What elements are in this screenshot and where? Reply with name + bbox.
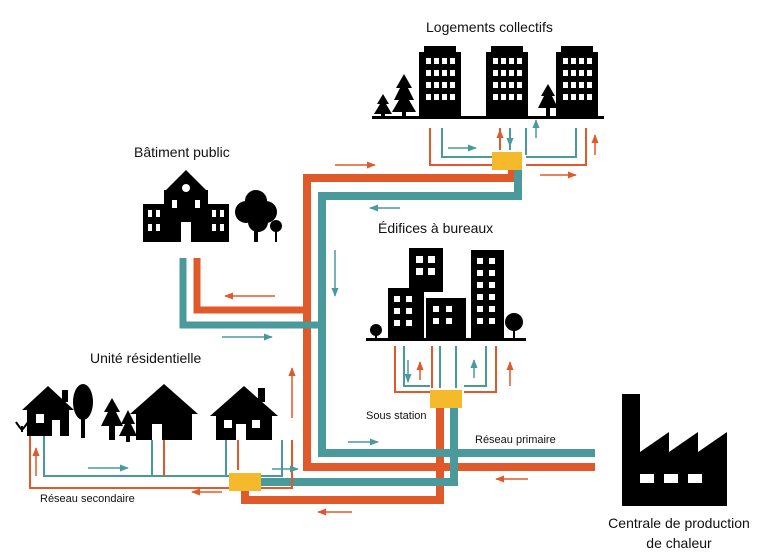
public-building-icon xyxy=(143,170,282,242)
pine-tree-icon xyxy=(119,410,137,442)
secondary-loop-logements xyxy=(429,128,587,166)
substation-bureaux xyxy=(430,390,462,408)
secondary-loop-residentiel xyxy=(29,432,293,489)
secondary-loop-bureaux xyxy=(394,346,497,393)
apartment-tower-icon xyxy=(556,46,598,118)
apartment-tower-icon xyxy=(486,46,528,118)
heat-production-plant-icon xyxy=(622,394,727,506)
label-logements-collectifs: Logements collectifs xyxy=(426,19,553,35)
apartment-tower-icon xyxy=(419,46,461,118)
label-centrale-line1: Centrale de production xyxy=(608,515,750,531)
apartment-buildings-icon xyxy=(372,46,604,119)
house-icon xyxy=(210,386,278,440)
label-unite-residentielle: Unité résidentielle xyxy=(90,350,202,366)
house-icon xyxy=(130,384,198,440)
deciduous-tree-icon xyxy=(235,190,277,242)
label-reseau-secondaire: Réseau secondaire xyxy=(40,493,135,505)
pine-tree-icon xyxy=(374,94,392,118)
label-sous-station: Sous station xyxy=(366,410,427,422)
label-centrale-de-production: Centrale de production de chaleur xyxy=(594,513,764,553)
leaf-icon xyxy=(15,421,29,432)
label-batiment-public: Bâtiment public xyxy=(134,144,230,160)
label-reseau-primaire: Réseau primaire xyxy=(475,434,556,446)
primary-supply-pipe-branch xyxy=(241,396,444,504)
office-buildings-icon xyxy=(366,248,526,341)
pine-tree-icon xyxy=(538,84,558,118)
residential-houses-icon xyxy=(15,384,278,442)
primary-supply-pipe xyxy=(303,168,595,471)
public-building-pipes xyxy=(179,258,322,329)
substation-logements xyxy=(492,152,522,170)
pine-tree-icon xyxy=(101,398,123,440)
deciduous-tree-icon xyxy=(73,384,93,438)
house-icon xyxy=(22,386,74,436)
substation-residentiel xyxy=(229,473,261,491)
primary-network-pipes xyxy=(241,168,595,504)
flow-arrows xyxy=(32,119,599,516)
primary-return-pipe-branch xyxy=(250,396,458,486)
primary-return-pipe xyxy=(318,168,595,457)
label-centrale-line2: de chaleur xyxy=(646,535,712,551)
pine-tree-icon xyxy=(392,74,416,118)
label-edifices-a-bureaux: Édifices à bureaux xyxy=(378,220,494,236)
